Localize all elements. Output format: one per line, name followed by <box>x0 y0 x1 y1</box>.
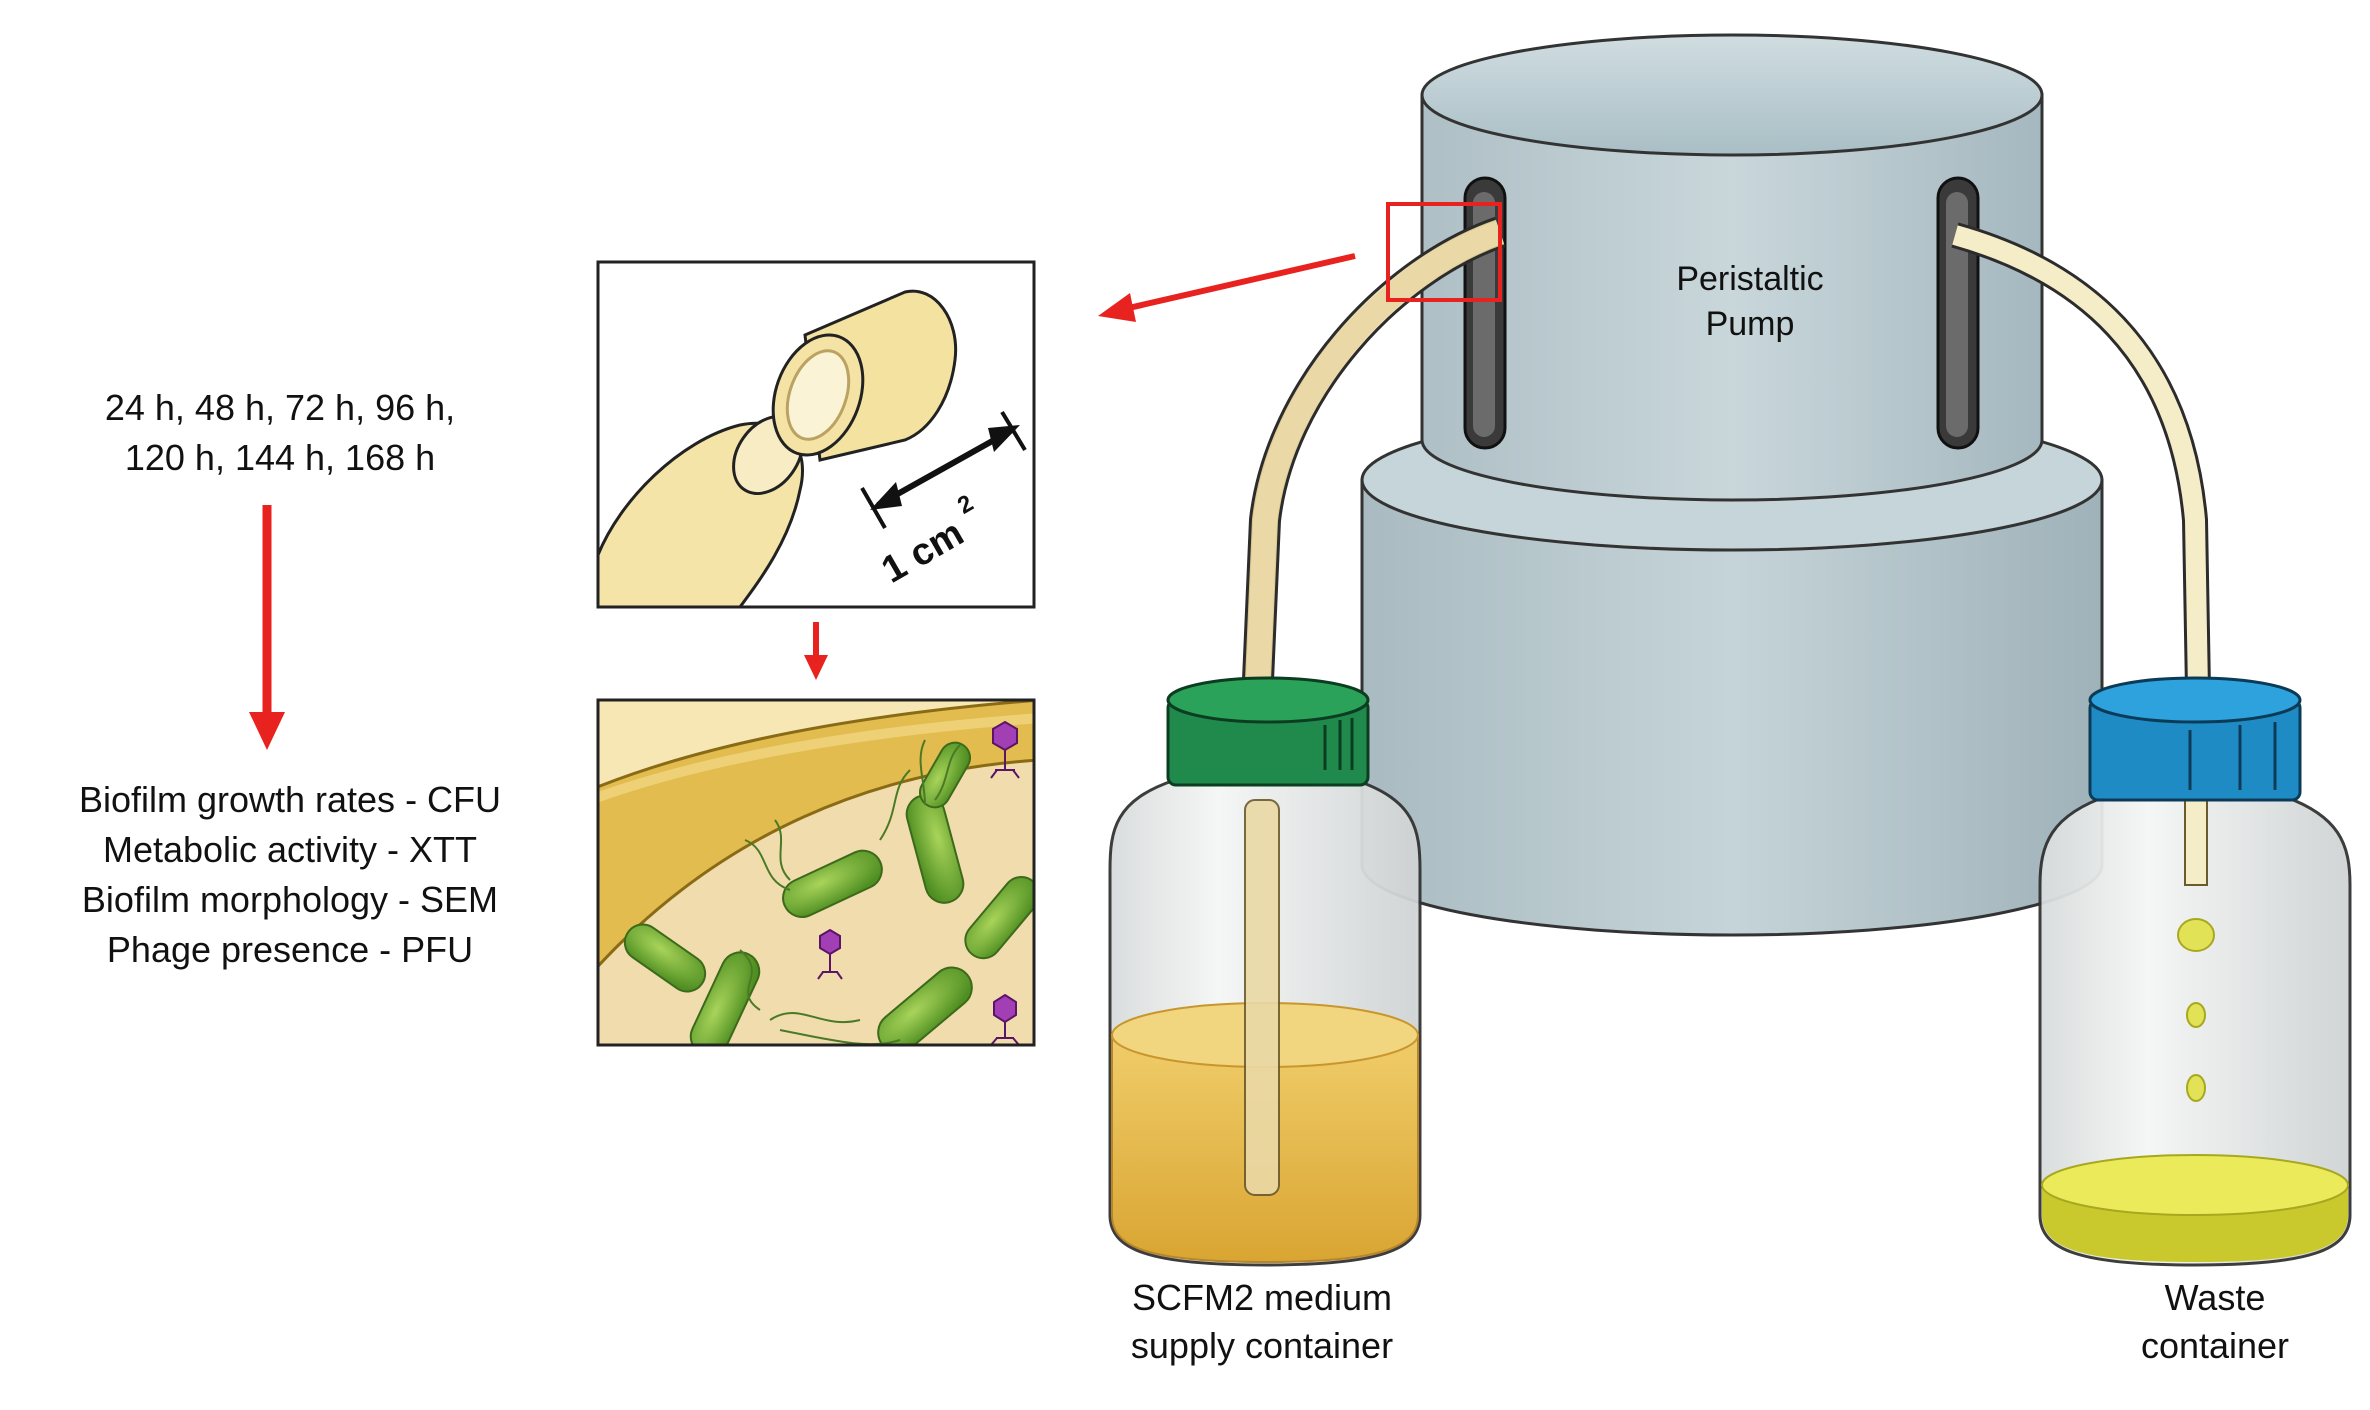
waste-label-line-1: Waste <box>2165 1277 2266 1318</box>
biofilm-zoom-panel <box>596 698 1036 1047</box>
down-arrow-left <box>249 505 285 750</box>
drip-drop <box>2186 1074 2206 1102</box>
drip-drop <box>2186 1002 2206 1028</box>
supply-tube <box>1242 216 1506 681</box>
tube-section-panel: 1 cm 2 <box>596 260 1036 609</box>
supply-label-line-1: SCFM2 medium <box>1132 1277 1392 1318</box>
drip-drop <box>2177 918 2215 952</box>
measurement-pfu: Phage presence - PFU <box>107 929 473 970</box>
supply-container-bottle: SCFM2 medium supply container <box>1108 676 1422 1366</box>
timepoints-line-1: 24 h, 48 h, 72 h, 96 h, <box>105 387 455 428</box>
waste-container-bottle: Waste container <box>2038 676 2352 1366</box>
measurement-sem: Biofilm morphology - SEM <box>82 879 498 920</box>
waste-tube <box>1951 222 2211 691</box>
sample-site-highlight <box>1386 202 1502 302</box>
waste-label-line-2: container <box>2141 1325 2289 1366</box>
phage-particles <box>817 720 1020 1045</box>
down-arrow-between-panels <box>804 622 828 680</box>
bacteria-cluster <box>623 741 1034 1045</box>
measurement-xtt: Metabolic activity - XTT <box>103 829 477 870</box>
timepoints-line-2: 120 h, 144 h, 168 h <box>125 437 435 478</box>
zoom-arrow-to-section <box>1098 253 1356 322</box>
supply-label-line-2: supply container <box>1131 1325 1393 1366</box>
peristaltic-pump: Peristaltic Pump <box>1360 33 2104 937</box>
pump-label-line-2: Pump <box>1706 305 1795 343</box>
pump-label-line-1: Peristaltic <box>1676 260 1823 298</box>
measurement-cfu: Biofilm growth rates - CFU <box>79 779 501 820</box>
